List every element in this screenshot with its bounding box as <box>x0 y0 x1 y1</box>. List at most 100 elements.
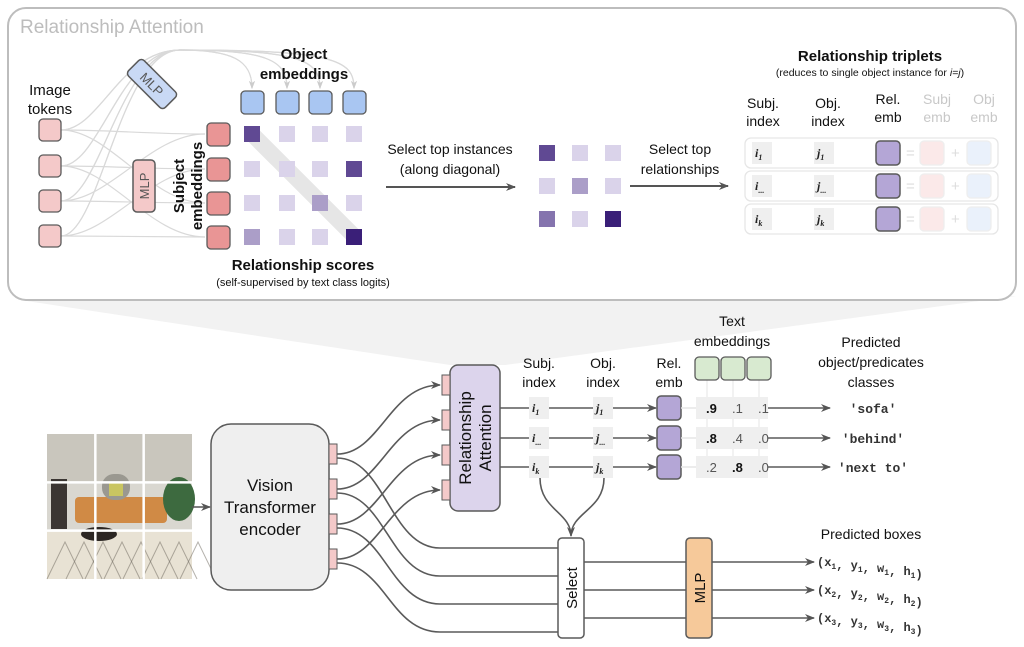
subject-embedding <box>206 225 231 250</box>
token-connection-lines <box>60 49 357 238</box>
text-embeddings <box>694 356 772 478</box>
equals-sign: = <box>906 211 915 228</box>
photo-rug-pattern <box>84 540 122 580</box>
text-embedding <box>746 356 772 381</box>
photo-rug-pattern <box>122 540 160 580</box>
curve-to-select <box>336 492 558 577</box>
logit-value: .8 <box>706 431 717 446</box>
score-cell <box>244 195 260 211</box>
rel-emb <box>875 206 901 232</box>
svg-text:RelationshipAttention: RelationshipAttention <box>456 391 495 485</box>
mlp-box-block <box>685 537 713 639</box>
triplet-row-frame <box>744 203 999 235</box>
photo-window <box>109 482 123 496</box>
vit-output-tokens <box>328 443 338 570</box>
subj-index: ik <box>532 460 539 476</box>
selected-cell <box>572 211 588 227</box>
subject-embedding <box>206 157 231 182</box>
obj-index-cell <box>593 456 613 478</box>
rel-emb <box>875 173 901 199</box>
image-token <box>38 154 62 178</box>
curve-to-attention <box>336 486 441 560</box>
triplet-row-frame <box>744 170 999 202</box>
selected-cell <box>605 211 621 227</box>
photo-rug-pattern <box>141 540 179 580</box>
pipeline-col-obj: Obj.index <box>586 355 619 390</box>
subj-index-cell <box>752 175 772 197</box>
obj-index-cell <box>814 208 834 230</box>
obj-emb-faded <box>966 206 992 232</box>
obj-index: j1 <box>594 401 603 417</box>
vit-output-token <box>328 443 338 465</box>
logit-value: .2 <box>706 460 717 475</box>
logits-cell <box>696 456 768 478</box>
relationship-scores-label: Relationship scores <box>232 257 375 274</box>
object-embedding <box>240 90 265 115</box>
faint-line <box>60 168 206 237</box>
subj-index: i... <box>755 179 764 195</box>
relationship-attention-input <box>441 444 451 466</box>
rel-emb <box>656 395 682 421</box>
score-cell <box>279 229 295 245</box>
subj-emb-faded <box>919 206 945 232</box>
logits-cell <box>696 397 768 419</box>
triplet-col-obj: Obj.index <box>811 95 844 129</box>
subj-index-cell <box>752 142 772 164</box>
curve-to-select <box>336 457 558 549</box>
rel-emb <box>875 140 901 166</box>
rel-emb <box>656 425 682 451</box>
subj-index-cell <box>529 397 549 419</box>
subject-embeddings <box>206 122 231 250</box>
relationship-attention-label: RelationshipAttention <box>456 391 495 485</box>
subj-index-cell <box>529 427 549 449</box>
score-cell <box>279 126 295 142</box>
predicted-boxes: (x1, y1, w1, h1)(x2, y2, w2, h2)(x3, y3,… <box>817 556 923 638</box>
vit-output-token <box>328 513 338 535</box>
faint-line <box>60 129 206 204</box>
logit-value: .1 <box>732 401 743 416</box>
photo-rug-pattern <box>160 540 198 580</box>
image-token <box>38 118 62 142</box>
object-embeddings <box>240 90 367 115</box>
faint-line <box>60 49 357 237</box>
faint-line <box>60 129 206 135</box>
subj-index-cell <box>529 456 549 478</box>
score-cell <box>346 229 362 245</box>
panel-title: Relationship Attention <box>20 17 204 38</box>
vit-encoder-block <box>210 423 330 591</box>
logit-value: .0 <box>758 431 769 446</box>
selected-cell <box>539 145 555 161</box>
score-cell <box>346 195 362 211</box>
obj-index-cell <box>814 175 834 197</box>
triplet-col-subj: Subj.index <box>746 95 779 129</box>
predicted-class: 'behind' <box>842 432 904 447</box>
score-cell <box>346 161 362 177</box>
token-routing-curves <box>336 381 558 633</box>
predicted-box: (x2, y2, w2, h2) <box>817 584 923 610</box>
photo-sofa <box>75 497 167 523</box>
pipeline-col-rel: Rel.emb <box>655 355 682 390</box>
logit-value: .0 <box>758 460 769 475</box>
predicted-boxes-label: Predicted boxes <box>821 526 921 542</box>
score-cell <box>244 161 260 177</box>
relationship-scores-sub: (self-supervised by text class logits) <box>216 277 390 289</box>
predicted-class: 'sofa' <box>850 402 897 417</box>
selected-score-matrix <box>539 145 621 227</box>
mlp-box-label: MLP <box>692 573 709 604</box>
triplets-title: Relationship triplets <box>798 48 942 65</box>
pipeline-row: i...j....8.4.0'behind' <box>500 425 904 451</box>
triplet-row-frame <box>744 137 999 169</box>
score-cell <box>312 161 328 177</box>
object-embedding <box>342 90 367 115</box>
photo-wall <box>47 434 192 482</box>
